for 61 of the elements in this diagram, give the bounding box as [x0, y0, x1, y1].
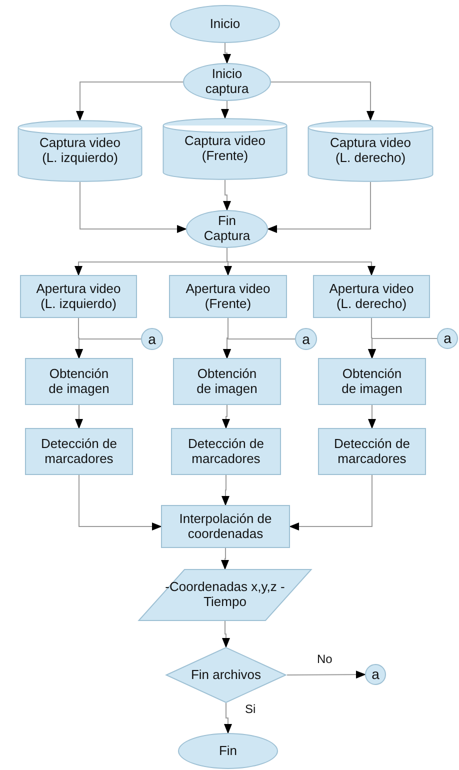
node-label: Fin Captura — [202, 214, 252, 244]
arrow — [75, 404, 83, 429]
node-label: a — [372, 666, 380, 683]
node-label: a — [148, 330, 156, 348]
node-label: a — [302, 330, 310, 348]
arrow — [289, 474, 372, 530]
process-box — [173, 358, 281, 405]
node-label: -Coordenadas x,y,z -Tiempo — [164, 580, 286, 610]
node-label: Captura video (L. derecho) — [329, 136, 412, 166]
node-label: Obtención de imagen — [48, 366, 110, 396]
node-label: Apertura video (L. derecho) — [328, 282, 415, 312]
arrow — [221, 548, 229, 570]
edge-label: Si — [244, 703, 257, 715]
arrow — [222, 474, 230, 506]
arrow — [368, 338, 438, 359]
arrow — [221, 100, 229, 119]
arrow — [223, 180, 231, 211]
arrow — [368, 404, 376, 429]
node-label: Apertura video (L. izquierdo) — [35, 282, 122, 312]
arrow — [223, 338, 296, 359]
node-label: Captura video (Frente) — [184, 134, 266, 164]
node-label: Obtención de imagen — [340, 366, 404, 396]
decision-diamond — [165, 647, 287, 703]
arrow — [270, 82, 374, 121]
process-box — [25, 428, 133, 475]
arrow — [267, 182, 371, 233]
process-box — [161, 505, 290, 548]
node-label: Detección de marcadores — [40, 436, 118, 466]
storage-cylinder — [162, 118, 288, 180]
node-label: Apertura video (Frente) — [184, 282, 272, 312]
process-box — [318, 428, 426, 475]
arrow — [78, 474, 162, 530]
node-label: Inicio — [210, 16, 240, 32]
data-parallelogram — [137, 569, 313, 621]
arrow — [80, 182, 187, 233]
node-label: Fin archivos — [190, 668, 262, 682]
arrow — [222, 404, 230, 429]
process-box — [25, 358, 133, 405]
arrow — [226, 248, 376, 276]
storage-cylinder — [307, 120, 434, 182]
node-label: Obtención de imagen — [196, 366, 258, 396]
node-label: Captura video (L. izquierdo) — [38, 136, 122, 166]
arrow — [222, 620, 230, 648]
process-box — [171, 428, 281, 475]
node-label: Fin — [218, 744, 238, 758]
arrow — [223, 42, 231, 64]
process-box — [20, 275, 137, 318]
process-box — [318, 358, 426, 405]
process-box — [313, 275, 430, 318]
node-label: a — [444, 330, 452, 347]
node-label: Detección de marcadores — [333, 436, 411, 466]
node-label: Inicio captura — [204, 67, 250, 97]
arrow — [286, 670, 366, 679]
arrow — [75, 338, 142, 359]
node-label: Detección de marcadores — [187, 436, 265, 466]
process-box — [169, 275, 287, 318]
node-label: Interpolación de coordenadas — [178, 512, 273, 542]
edge-label: No — [316, 653, 334, 665]
storage-cylinder — [17, 120, 143, 182]
arrow — [224, 702, 232, 734]
arrow — [76, 82, 184, 121]
